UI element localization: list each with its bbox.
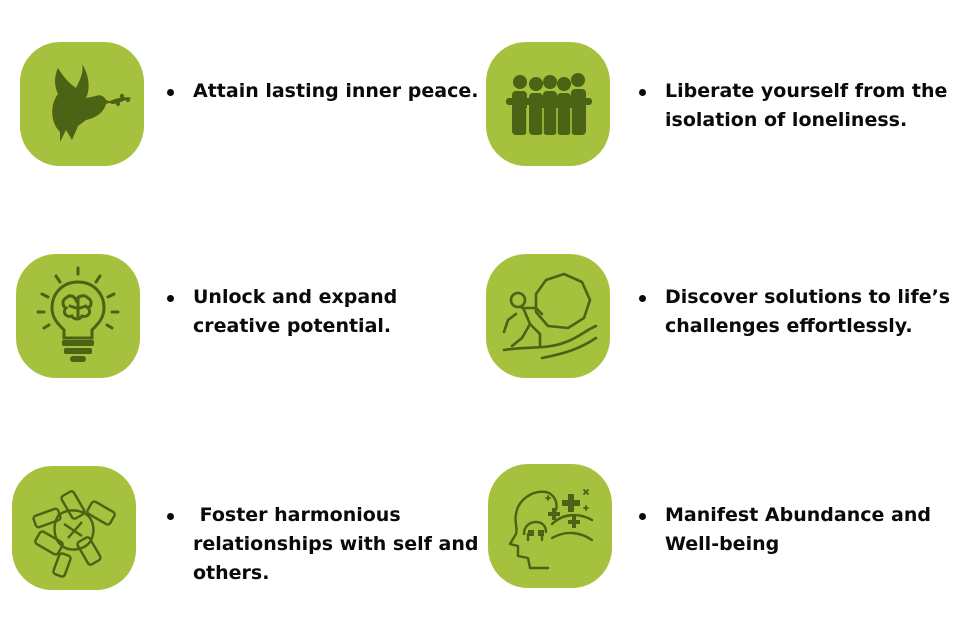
icon-tile-relationships — [12, 466, 136, 590]
benefit-item-abundance: Manifest Abundance and Well-being — [639, 501, 955, 559]
group-hug-icon — [506, 73, 592, 135]
benefit-item-loneliness: Liberate yourself from the isolation of … — [639, 77, 955, 135]
icon-tile-abundance — [488, 464, 612, 588]
joined-hands-icon — [32, 490, 116, 578]
boulder-push-icon — [502, 272, 598, 360]
benefit-text: Discover solutions to life’s challenges … — [665, 286, 951, 337]
benefit-text: Manifest Abundance and Well-being — [665, 504, 931, 555]
icon-tile-loneliness — [486, 42, 610, 166]
benefit-item-relationships: Foster harmonious relationships with sel… — [167, 501, 486, 588]
benefit-text: Unlock and expand creative potential. — [193, 286, 398, 337]
benefit-item-challenges: Discover solutions to life’s challenges … — [639, 283, 955, 341]
lightbulb-brain-icon — [36, 266, 120, 362]
bullet-dot — [639, 295, 646, 302]
dove-icon — [52, 64, 132, 142]
bullet-dot — [639, 513, 646, 520]
benefit-text: Foster harmonious relationships with sel… — [193, 504, 486, 584]
bullet-dot — [167, 513, 174, 520]
benefit-item-peace: Attain lasting inner peace. — [167, 77, 483, 106]
magnet-mind-icon — [508, 489, 594, 570]
icon-tile-challenges — [486, 254, 610, 378]
icon-tile-peace — [20, 42, 144, 166]
benefit-text: Liberate yourself from the isolation of … — [665, 80, 948, 131]
bullet-dot — [639, 89, 646, 96]
icon-tile-creativity — [16, 254, 140, 378]
bullet-dot — [167, 89, 174, 96]
benefit-text: Attain lasting inner peace. — [193, 80, 479, 102]
bullet-dot — [167, 295, 174, 302]
benefit-item-creativity: Unlock and expand creative potential. — [167, 283, 483, 341]
